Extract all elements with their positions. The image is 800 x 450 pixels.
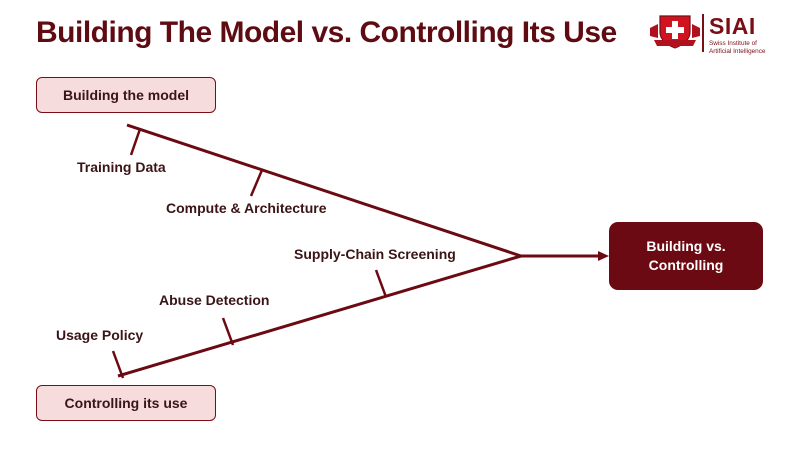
logo-subtitle-line-2: Artificial Intelligence (709, 47, 766, 55)
tick-usage-policy (111, 350, 125, 379)
label-supply-chain-screening: Supply-Chain Screening (294, 246, 456, 262)
label-compute-architecture: Compute & Architecture (166, 200, 327, 216)
label-training-data: Training Data (77, 159, 166, 175)
upper-branch-line (126, 123, 522, 258)
page-title: Building The Model vs. Controlling Its U… (36, 16, 617, 49)
swiss-shield-icon (650, 15, 700, 49)
lower-branch-line (117, 254, 522, 378)
label-usage-policy: Usage Policy (56, 327, 144, 343)
result-box: Building vs. Controlling (609, 222, 763, 290)
building-the-model-box: Building the model (36, 77, 216, 113)
tick-supply-chain (374, 269, 388, 298)
logo-name: SIAI (709, 13, 756, 39)
logo-subtitle: Swiss Institute of Artificial Intelligen… (709, 40, 765, 55)
tick-compute-architecture (249, 169, 264, 197)
output-arrowhead (598, 251, 609, 261)
tick-abuse-detection (221, 317, 235, 346)
label-abuse-detection: Abuse Detection (159, 292, 270, 308)
siai-logo: SIAI Swiss Institute of Artificial Intel… (648, 12, 768, 56)
logo-divider (702, 14, 704, 52)
logo-subtitle-line-1: Swiss Institute of (709, 40, 757, 47)
tick-training-data (129, 128, 142, 156)
controlling-its-use-box: Controlling its use (36, 385, 216, 421)
